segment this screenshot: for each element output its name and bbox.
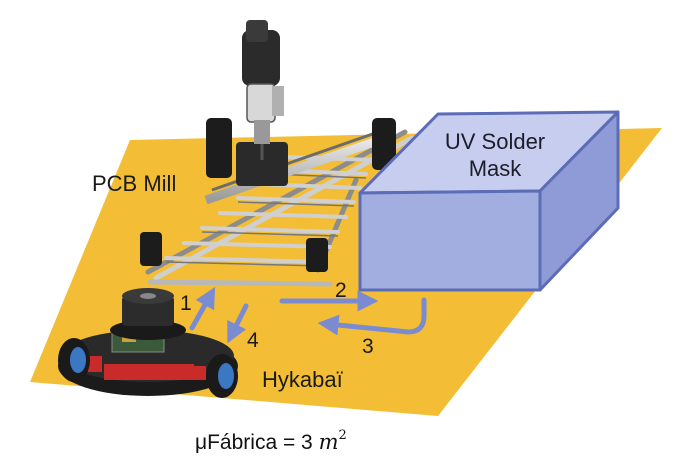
uv-solder-mask-label-line2: Mask bbox=[468, 156, 522, 181]
fabrica-area-caption: μFábrica = 3 m2 bbox=[195, 428, 347, 455]
hykabai-robot bbox=[58, 288, 238, 398]
step-2-label: 2 bbox=[335, 279, 347, 302]
hykabai-label: Hykabaï bbox=[262, 367, 343, 392]
step-4-label: 4 bbox=[247, 329, 259, 352]
step-3-label: 3 bbox=[362, 335, 374, 358]
uv-solder-mask-label-line1: UV Solder bbox=[444, 129, 546, 154]
pcb-mill-machine bbox=[140, 20, 415, 287]
caption-exponent: 2 bbox=[338, 428, 347, 443]
step-1-arrow bbox=[189, 286, 216, 331]
caption-unit: m bbox=[318, 430, 339, 454]
step-1-label: 1 bbox=[180, 292, 192, 315]
uv-solder-mask-box bbox=[358, 110, 620, 292]
caption-prefix: μFábrica = 3 bbox=[195, 431, 319, 454]
step-4-arrow bbox=[227, 303, 249, 344]
uv-solder-mask-label: UV Solder Mask bbox=[430, 128, 560, 182]
pcb-mill-label: PCB Mill bbox=[92, 171, 177, 196]
step-3-arrow bbox=[317, 297, 427, 336]
